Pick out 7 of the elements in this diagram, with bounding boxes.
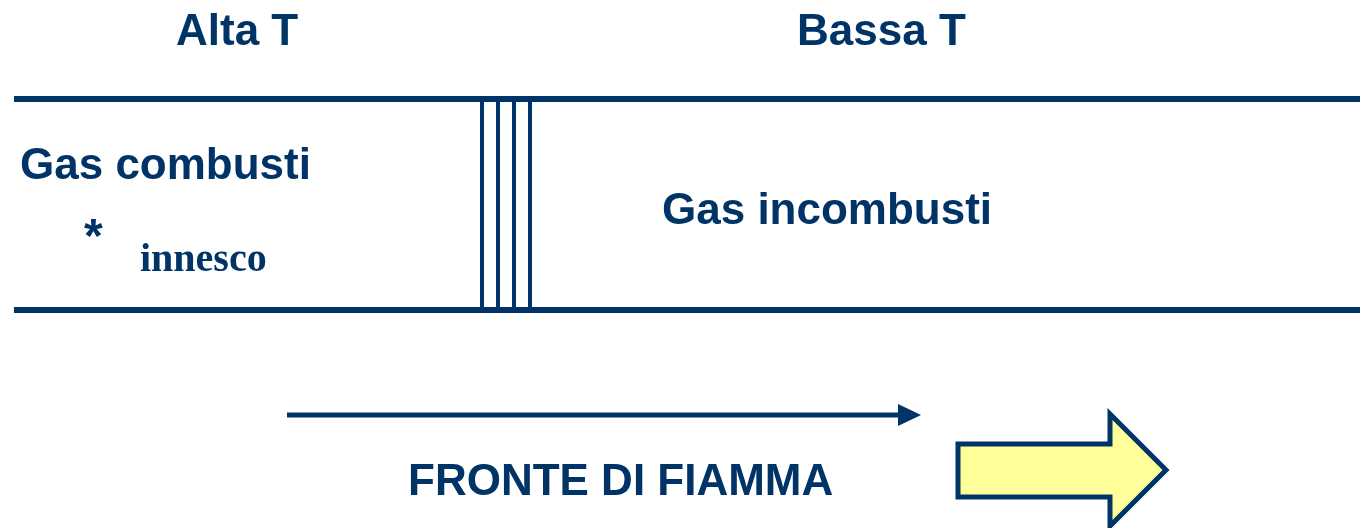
column-heading: Alta T — [176, 8, 299, 52]
region-label: Gas incombusti — [662, 187, 993, 231]
arrow-caption: FRONTE DI FIAMMA — [408, 458, 834, 502]
ignition-label: innesco — [140, 238, 267, 278]
column-heading: Bassa T — [797, 8, 966, 52]
region-label: Gas combusti — [20, 142, 311, 186]
ignition-mark: * — [84, 212, 103, 260]
